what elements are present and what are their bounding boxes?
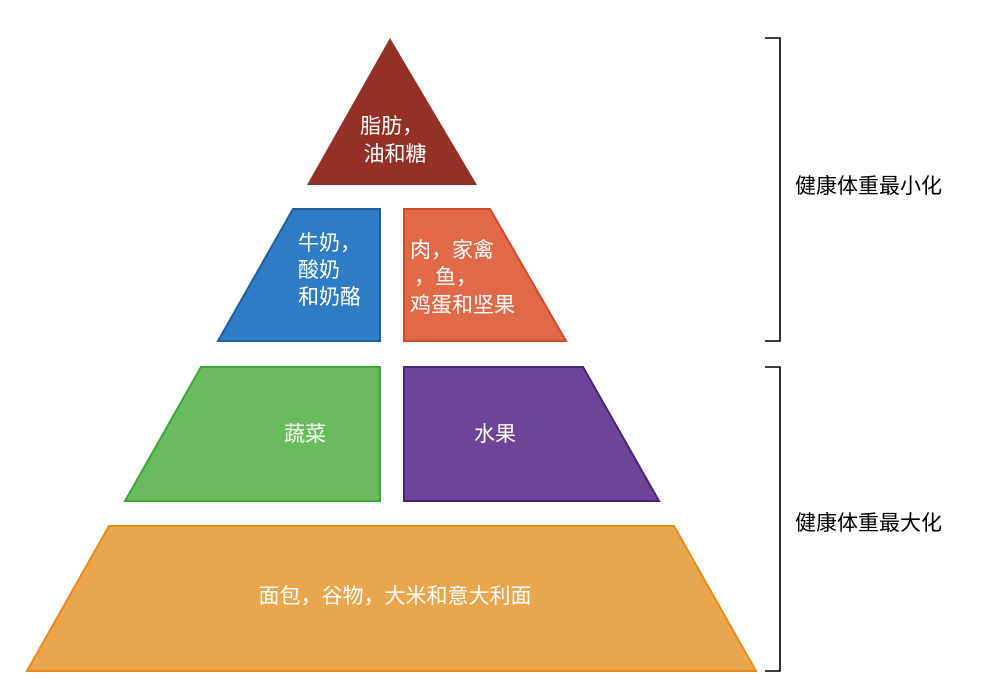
tier-protein: 肉，家禽 ，鱼， 鸡蛋和坚果 [403,208,568,342]
tier-vegetables: 蔬菜 [123,366,381,502]
tier-fats-shape [307,38,477,185]
tier-grains: 面包，谷物，大米和意大利面 [25,525,758,672]
tier-fruits: 水果 [403,366,661,502]
tier-vegetables-shape [123,366,381,502]
tier-dairy-label-line-2: 酸奶 [298,258,340,282]
tier-dairy-label-line-1: 牛奶， [298,231,361,255]
side-label-minimize: 健康体重最小化 [795,174,942,198]
tier-fruits-shape [403,366,661,502]
tier-protein-shape [403,208,568,342]
tier-grains-shape [25,525,758,672]
tier-protein-label-line-3: 鸡蛋和坚果 [410,293,515,317]
tier-fats-label: 脂肪， 油和糖 [360,114,430,166]
tier-protein-label-line-2: ，鱼， [414,265,477,289]
tier-fats-label-line-1: 脂肪， [360,114,423,138]
tier-dairy-shape [216,208,381,342]
tier-dairy: 牛奶， 酸奶 和奶酪 [216,208,381,342]
tier-vegetables-label: 蔬菜 [284,422,326,446]
tier-dairy-label: 牛奶， 酸奶 和奶酪 [298,231,368,309]
tier-grains-label: 面包，谷物，大米和意大利面 [259,584,532,608]
tier-fruits-label: 水果 [474,422,516,446]
side-label-maximize: 健康体重最大化 [795,511,942,535]
tier-protein-label: 肉，家禽 ，鱼， 鸡蛋和坚果 [410,238,515,317]
tier-fats-oils-sugar: 脂肪， 油和糖 [307,38,477,185]
tier-dairy-label-line-3: 和奶酪 [298,285,361,309]
tier-fats-label-line-2: 油和糖 [364,142,427,166]
bracket-maximize [765,366,781,672]
tier-protein-label-line-1: 肉，家禽 [410,238,494,262]
bracket-minimize [765,37,781,342]
